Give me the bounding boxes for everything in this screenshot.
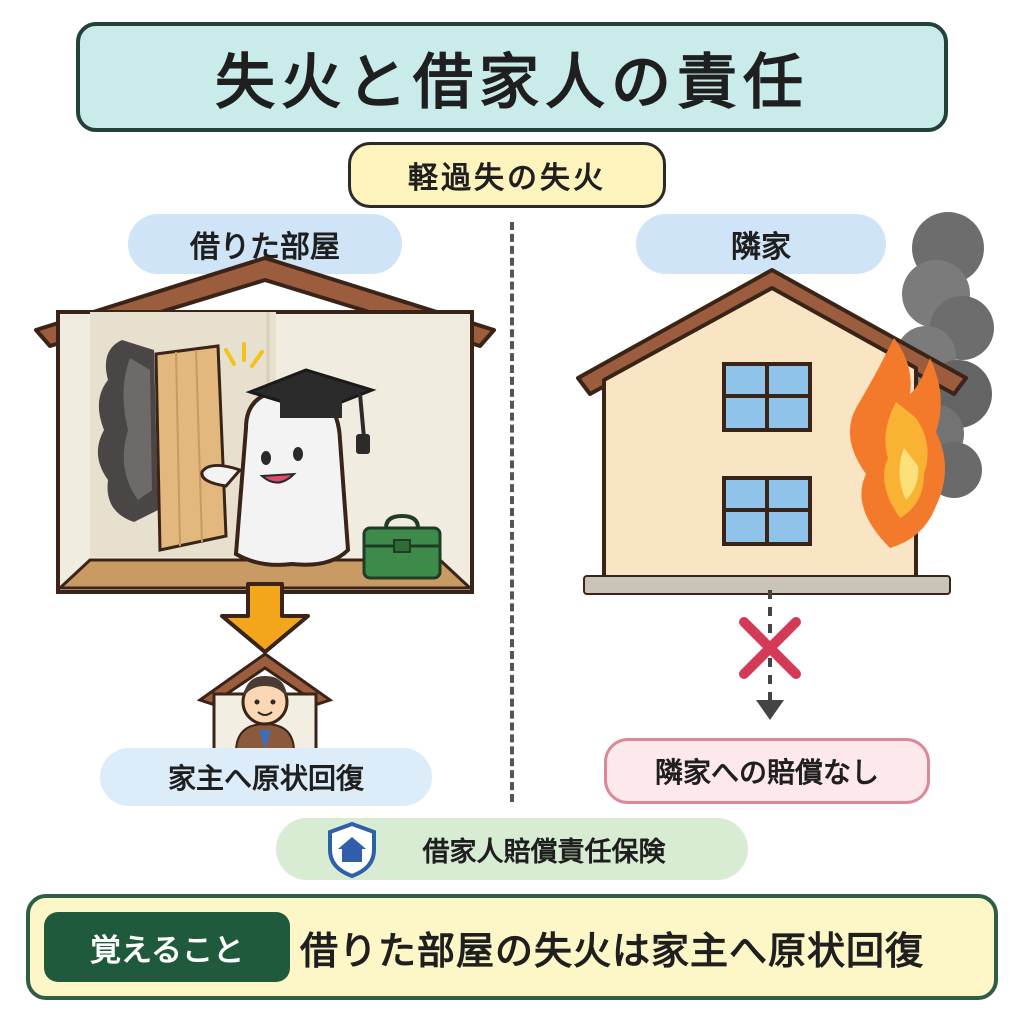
subtitle-badge: 軽過失の失火 <box>348 142 666 208</box>
rented-room-illustration <box>34 256 496 594</box>
memo-tag: 覚えること <box>44 912 290 982</box>
right-label: 隣家 <box>636 214 886 274</box>
right-result: 隣家への賠償なし <box>604 738 930 804</box>
memo-box <box>26 894 998 1000</box>
page-title: 失火と借家人の責任 <box>76 22 948 132</box>
left-result: 家主へ原状回復 <box>100 748 432 806</box>
center-divider <box>510 222 514 802</box>
neighbor-house-illustration <box>576 212 994 595</box>
memo-text: 借りた部屋の失火は家主へ原状回復 <box>300 928 925 973</box>
no-compensation-flow <box>739 590 801 720</box>
cross-icon <box>739 617 801 679</box>
shield-house-icon <box>328 821 376 879</box>
landlord-flow <box>196 582 334 754</box>
